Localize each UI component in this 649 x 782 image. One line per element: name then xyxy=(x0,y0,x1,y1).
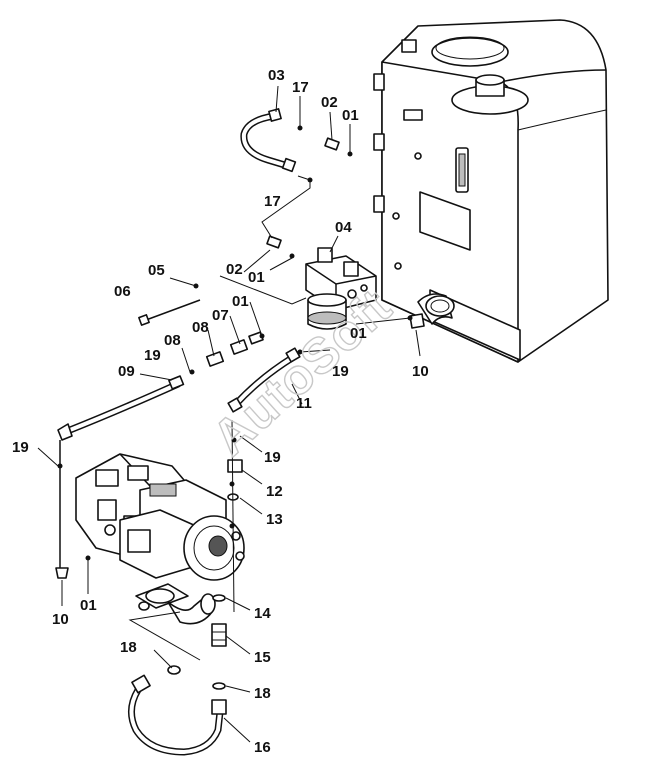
callout-19-left: 19 xyxy=(12,439,29,456)
callout-12: 12 xyxy=(266,483,283,500)
callout-01-valve: 01 xyxy=(232,293,249,310)
callout-10-left: 10 xyxy=(52,611,69,628)
callout-02-upper: 02 xyxy=(321,94,338,111)
callout-18-right: 18 xyxy=(254,685,271,702)
hoses xyxy=(55,108,301,756)
callout-07: 07 xyxy=(212,307,229,324)
callout-09: 09 xyxy=(118,363,135,380)
callout-08-upper: 08 xyxy=(192,319,209,336)
callout-19-upper: 19 xyxy=(144,347,161,364)
callout-01-mid: 01 xyxy=(248,269,265,286)
callout-16: 16 xyxy=(254,739,271,756)
callout-11: 11 xyxy=(296,395,312,412)
callout-01-upper: 01 xyxy=(342,107,359,124)
callout-06: 06 xyxy=(114,283,131,300)
hydraulic-tank xyxy=(373,19,609,363)
main-pump-assembly xyxy=(75,453,245,625)
callout-08-lower: 08 xyxy=(164,332,181,349)
callout-labels: 03 17 02 01 17 04 05 02 01 06 01 07 08 0… xyxy=(12,67,429,756)
callout-19-pump: 19 xyxy=(264,449,281,466)
o-rings xyxy=(167,493,239,690)
callout-02-mid: 02 xyxy=(226,261,243,278)
leader-lines xyxy=(37,85,421,743)
callout-14: 14 xyxy=(254,605,271,622)
callout-01-pump: 01 xyxy=(80,597,97,614)
callout-15: 15 xyxy=(254,649,271,666)
callout-04: 04 xyxy=(335,219,352,236)
callout-03: 03 xyxy=(268,67,285,84)
callout-01-tank: 01 xyxy=(350,325,367,342)
callout-17-lower: 17 xyxy=(264,193,281,210)
callout-10-right: 10 xyxy=(412,363,429,380)
callout-17-upper: 17 xyxy=(292,79,309,96)
callout-19-right: 19 xyxy=(332,363,349,380)
connection-dots xyxy=(57,125,413,561)
callout-05: 05 xyxy=(148,262,165,279)
callout-18-left: 18 xyxy=(120,639,137,656)
valve-block xyxy=(305,247,377,330)
callout-13: 13 xyxy=(266,511,283,528)
